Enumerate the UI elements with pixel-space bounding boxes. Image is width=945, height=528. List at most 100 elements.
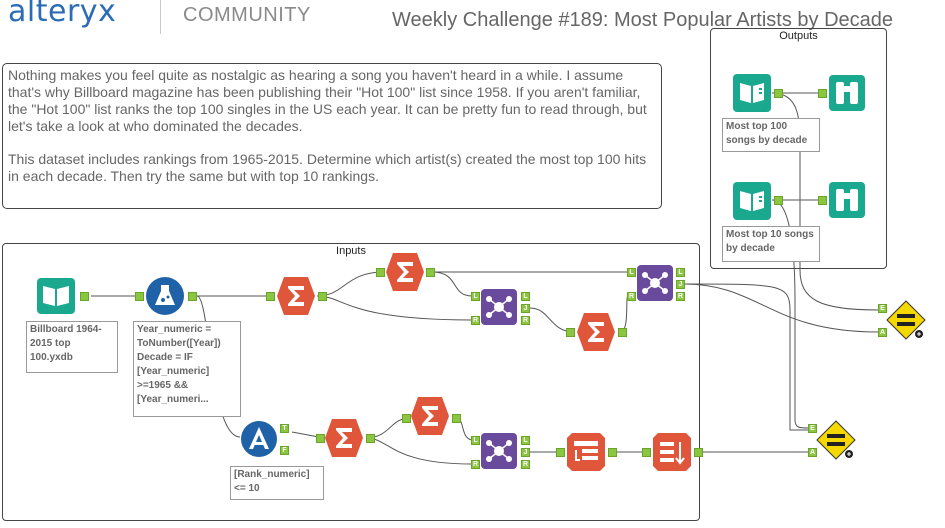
join2-j-out[interactable]: J [676, 280, 685, 289]
summarize3-output-anchor[interactable] [618, 328, 627, 337]
book-icon [733, 182, 771, 220]
test-tool-1[interactable] [886, 300, 926, 340]
join-tool-2[interactable] [636, 264, 674, 302]
summarize2-output-anchor[interactable] [426, 268, 435, 277]
join2-right-anchor[interactable]: R [627, 292, 636, 301]
test1-expected-anchor[interactable]: E [878, 304, 887, 313]
summarize5-output-anchor[interactable] [452, 414, 461, 423]
anchor-label: J [523, 305, 528, 312]
browse-tool-2[interactable] [828, 181, 866, 219]
sort-tool[interactable] [652, 432, 692, 472]
anchor-label: R [472, 461, 479, 468]
join3-r-out[interactable]: R [521, 460, 530, 469]
tool6-input-anchor[interactable] [556, 448, 565, 457]
filter-tool[interactable] [240, 420, 278, 458]
join1-right-anchor[interactable]: R [471, 316, 480, 325]
join1-l-out[interactable]: L [521, 292, 530, 301]
summarize-tool-4[interactable] [324, 418, 364, 458]
book-icon [37, 278, 75, 314]
page-title: Weekly Challenge #189: Most Popular Arti… [392, 9, 894, 31]
sort-output-anchor[interactable] [694, 448, 703, 457]
join2-r-out[interactable]: R [676, 292, 685, 301]
join-tool-3[interactable] [480, 432, 518, 470]
anchor-label: R [628, 293, 635, 300]
summarize4-input-anchor[interactable] [316, 434, 325, 443]
summarize-tool-5[interactable] [410, 396, 450, 436]
input-file-note: Billboard 1964-2015 top 100.yxdb [26, 321, 118, 373]
equals-icon [886, 300, 926, 340]
anchor-label: F [282, 447, 287, 454]
input-output-anchor[interactable] [80, 292, 89, 301]
summarize-tool-1[interactable] [276, 276, 316, 316]
browse-anchor-1[interactable] [818, 89, 827, 98]
output-input-tool-1[interactable] [732, 73, 772, 113]
join3-right-anchor[interactable]: R [471, 460, 480, 469]
outputs-container[interactable]: Outputs [710, 28, 887, 269]
sigma-icon [577, 313, 615, 351]
test-tool-2[interactable] [816, 420, 856, 460]
summarize1-input-anchor[interactable] [266, 292, 275, 301]
anchor-label: L [523, 437, 528, 444]
join2-l-out[interactable]: L [676, 268, 685, 277]
anchor-label: E [810, 425, 815, 432]
description-paragraph-2: This dataset includes rankings from 1965… [8, 151, 647, 184]
join3-l-out[interactable]: L [521, 436, 530, 445]
filter-false-anchor[interactable]: F [280, 446, 289, 455]
test1-actual-anchor[interactable]: A [878, 328, 887, 337]
summarize4-output-anchor[interactable] [366, 434, 375, 443]
output-anchor-1[interactable] [774, 89, 783, 98]
output-note-2: Most top 10 songs by decade [722, 226, 820, 262]
browse-tool-1[interactable] [828, 74, 866, 112]
formula-output-anchor[interactable] [188, 292, 197, 301]
formula-tool[interactable] [145, 276, 185, 316]
join2-left-anchor[interactable]: L [627, 268, 636, 277]
output-note-1: Most top 100 songs by decade [722, 118, 820, 152]
summarize3-input-anchor[interactable] [566, 328, 575, 337]
join3-left-anchor[interactable]: L [471, 436, 480, 445]
filter-note: [Rank_numeric] <= 10 [230, 466, 324, 500]
anchor-label: L [629, 269, 634, 276]
binoculars-icon [829, 75, 865, 111]
anchor-label: A [879, 329, 886, 336]
summarize2-input-anchor[interactable] [376, 268, 385, 277]
formula-note: Year_numeric = ToNumber([Year]) Decade =… [133, 321, 241, 417]
formula-input-anchor[interactable] [135, 292, 144, 301]
anchor-label: L [473, 437, 478, 444]
binoculars-icon [829, 182, 865, 218]
outputs-container-title: Outputs [779, 30, 818, 42]
input-data-tool[interactable] [36, 277, 76, 315]
join1-j-out[interactable]: J [521, 304, 530, 313]
sort-input-anchor[interactable] [642, 448, 651, 457]
sigma-icon [325, 419, 363, 457]
logo-divider [160, 0, 161, 34]
sample-tool[interactable] [566, 432, 606, 472]
join-tool-1[interactable] [480, 288, 518, 326]
join-icon [481, 433, 517, 469]
filter-true-anchor[interactable]: T [280, 424, 289, 433]
test2-actual-anchor[interactable]: A [808, 448, 817, 457]
filter-icon [241, 421, 277, 457]
alteryx-logo[interactable]: alteryx [8, 0, 117, 29]
anchor-label: E [880, 305, 885, 312]
output-anchor-2[interactable] [774, 196, 783, 205]
summarize1-output-anchor[interactable] [318, 292, 327, 301]
join-icon [637, 265, 673, 301]
sort-icon [653, 433, 691, 471]
join1-r-out[interactable]: R [521, 316, 530, 325]
browse-anchor-2[interactable] [818, 196, 827, 205]
sigma-icon [386, 253, 424, 291]
output-input-tool-2[interactable] [732, 181, 772, 221]
community-link[interactable]: COMMUNITY [183, 4, 311, 26]
test2-expected-anchor[interactable]: E [808, 424, 817, 433]
join-icon [481, 289, 517, 325]
join3-j-out[interactable]: J [521, 448, 530, 457]
anchor-label: L [523, 293, 528, 300]
join1-left-anchor[interactable]: L [471, 292, 480, 301]
anchor-label: R [677, 293, 684, 300]
inputs-container[interactable]: Inputs [2, 243, 700, 521]
summarize-tool-3[interactable] [576, 312, 616, 352]
summarize-tool-2[interactable] [385, 252, 425, 292]
tool6-output-anchor[interactable] [608, 448, 617, 457]
summarize5-input-anchor[interactable] [402, 414, 411, 423]
